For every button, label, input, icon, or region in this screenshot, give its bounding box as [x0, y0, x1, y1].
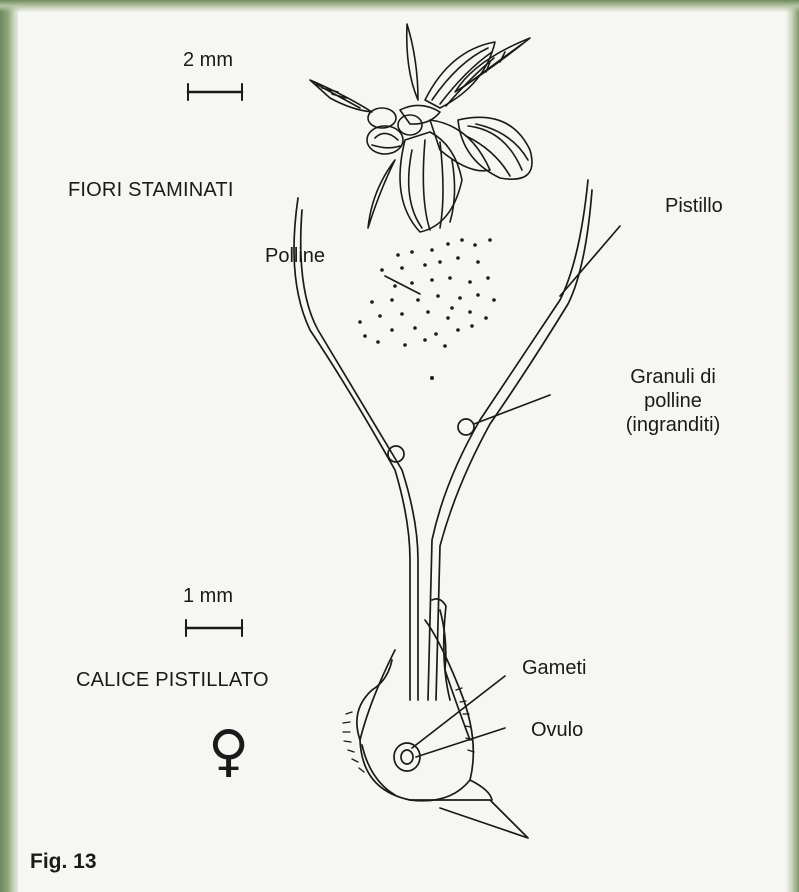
pollen-label: Polline [265, 244, 325, 268]
female-symbol-icon: ♀ [208, 724, 249, 780]
scale-label-bottom: 1 mm [183, 584, 233, 608]
pollen-grains-line-1: Granuli di [608, 365, 738, 389]
staminate-flowers-label: FIORI STAMINATI [68, 178, 234, 202]
scale-bar-bottom [186, 620, 242, 636]
pistillate-calyx-label: CALICE PISTILLATO [76, 668, 269, 692]
scale-label-top: 2 mm [183, 48, 233, 72]
pollen-pointer [385, 276, 420, 294]
pollen-dots [358, 238, 496, 380]
pollen-grains-line-3: (ingranditi) [608, 413, 738, 437]
scale-bar-top [188, 84, 242, 100]
pistil-label: Pistillo [665, 194, 723, 218]
gametes-label: Gameti [522, 656, 586, 680]
pistillate-calyx-drawing [343, 599, 528, 838]
pollen-grains-label: Granuli di polline (ingranditi) [608, 365, 738, 437]
ovule-label: Ovulo [531, 718, 583, 742]
figure-caption: Fig. 13 [30, 850, 97, 874]
staminate-flowers-drawing [310, 24, 532, 232]
pollen-grains-line-2: polline [608, 389, 738, 413]
